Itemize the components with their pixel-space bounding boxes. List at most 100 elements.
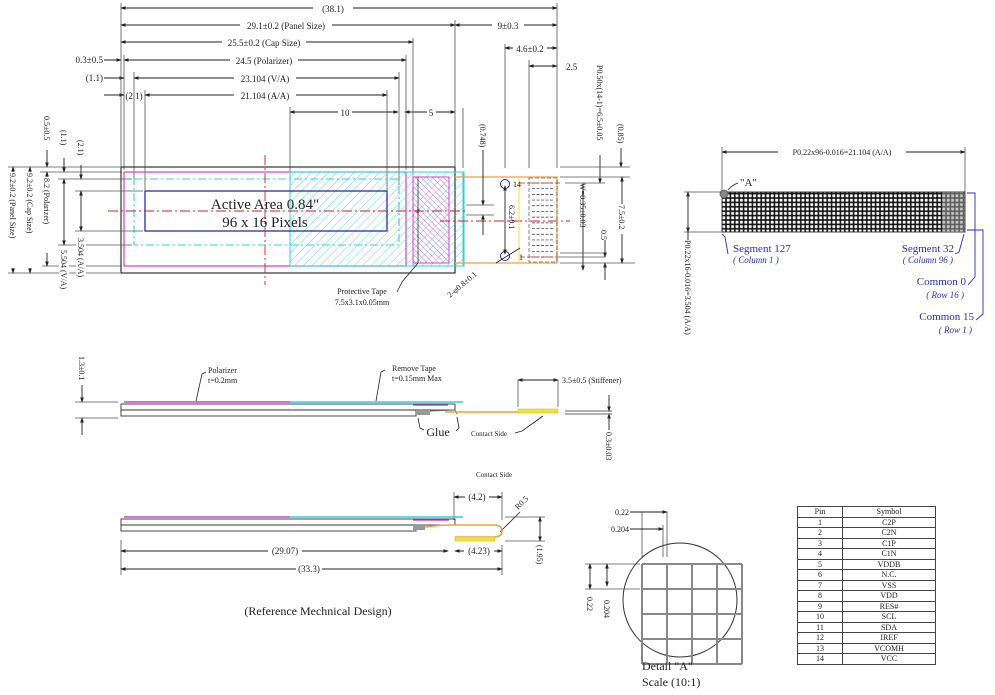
dim-v-cap-label: 9.2±0.2 (Cap Size) bbox=[25, 173, 34, 234]
dim-overall-label: (38.1) bbox=[322, 4, 344, 14]
column-1-label: ( Column 1 ) bbox=[733, 255, 779, 265]
protective-tape-size: 7.5x3.1x0.05mm bbox=[335, 298, 390, 307]
pixel-height-label: P0.22x16-0.016=3.504 (A/A) bbox=[683, 240, 692, 335]
pin-number: 9 bbox=[797, 600, 843, 612]
pin-symbol: VCOMH bbox=[842, 642, 936, 654]
side-view: 1.3±0.1 Polarizer t=0.2mm Remove Tape t=… bbox=[75, 356, 622, 460]
pin-number: 13 bbox=[797, 642, 843, 654]
bent-contact-side-label: Contact Side bbox=[476, 471, 512, 479]
pin-symbol: IREF bbox=[842, 632, 936, 644]
side-stiffener bbox=[517, 408, 559, 414]
holes-label: 2-φ0.8±0.1 bbox=[446, 270, 479, 300]
fpc-thickness-label: 0.3±0.03 bbox=[604, 432, 613, 460]
dim-0748-label: (0.748) bbox=[478, 124, 487, 148]
dim-tape-5-label: 5 bbox=[429, 108, 434, 118]
reference-caption: (Reference Mechnical Design) bbox=[244, 604, 391, 618]
remove-tape-label: Remove Tape bbox=[392, 364, 436, 373]
dim-05-label: 0.5 bbox=[599, 230, 608, 240]
remove-tape-thickness: t=0.15mm Max bbox=[392, 374, 442, 383]
dim-423-label: (4.23) bbox=[468, 546, 490, 556]
detail-022-v-label: 0.22 bbox=[585, 597, 594, 611]
dim-085-label: (0.85) bbox=[616, 124, 625, 144]
common-15-label: Common 15 bbox=[919, 311, 974, 323]
row-16-label: ( Row 16 ) bbox=[926, 290, 964, 300]
pin-symbol: VDDB bbox=[842, 558, 936, 570]
pin-symbol: C2N bbox=[842, 527, 936, 539]
dim-v-offpol-label: 0.5±0.5 bbox=[42, 116, 51, 140]
contact-side-label: Contact Side bbox=[471, 430, 507, 438]
polarizer-label: Polarizer bbox=[208, 366, 237, 375]
pin-number: 3 bbox=[797, 537, 843, 549]
side-glass-bottom bbox=[120, 409, 417, 417]
pin-number: 1 bbox=[797, 516, 843, 528]
pin-symbol: VCC bbox=[842, 653, 936, 665]
dim-v-va-label: 5.504 (V/A) bbox=[59, 250, 68, 289]
pin-symbol: SDA bbox=[842, 621, 936, 633]
pin-number: 6 bbox=[797, 569, 843, 581]
side-glass-top bbox=[120, 403, 456, 411]
bent-fpc bbox=[424, 524, 503, 538]
polarizer-thickness: t=0.2mm bbox=[208, 376, 238, 385]
pin-symbol: C1P bbox=[842, 537, 936, 549]
dim-panel-label: 29.1±0.2 (Panel Size) bbox=[247, 21, 325, 31]
dim-va-label: 23.104 (V/A) bbox=[241, 74, 290, 84]
header-symbol: Symbol bbox=[842, 506, 936, 518]
pin-number: 4 bbox=[797, 548, 843, 560]
protective-tape-label: Protective Tape bbox=[337, 287, 387, 296]
segment-32-label: Segment 32 bbox=[902, 243, 954, 255]
dim-42-label: (4.2) bbox=[468, 492, 485, 502]
dim-tape-10-label: 10 bbox=[341, 108, 351, 118]
viewing-area bbox=[133, 178, 400, 246]
pin-symbol: VDD bbox=[842, 590, 936, 602]
active-area-label: Active Area 0.84" bbox=[211, 197, 319, 213]
row-1-label: ( Row 1 ) bbox=[939, 325, 972, 335]
header-pin: Pin bbox=[797, 506, 843, 518]
radius-label: R0.5 bbox=[513, 494, 530, 511]
pin-symbol: SCL bbox=[842, 611, 936, 623]
glue-label: Glue bbox=[426, 425, 449, 439]
dim-2907-label: (29.07) bbox=[272, 546, 298, 556]
fpc-contacts bbox=[528, 177, 558, 263]
column-96-label: ( Column 96 ) bbox=[903, 255, 953, 265]
detail-a-label: "A" bbox=[740, 177, 757, 189]
common-0-label: Common 0 bbox=[917, 276, 967, 288]
pixel-matrix bbox=[721, 191, 966, 233]
dim-v-offva-label: (1.1) bbox=[59, 130, 68, 146]
dim-aa-label: 21.104 (A/A) bbox=[241, 91, 290, 101]
dim-v-polarizer-label: 8.2 (Polarizer) bbox=[42, 178, 51, 225]
detail-022-h-label: 0.22 bbox=[615, 508, 629, 517]
detail-title: Detail "A" bbox=[642, 659, 693, 673]
pin-number: 2 bbox=[797, 527, 843, 539]
pixels-label: 96 x 16 Pixels bbox=[222, 215, 308, 231]
pin-number: 10 bbox=[797, 611, 843, 623]
pin-1-label: 1 bbox=[519, 253, 523, 262]
pin-symbol: VSS bbox=[842, 579, 936, 591]
dim-v-panel-label: 9.2±0.2 (Panel Size) bbox=[8, 173, 17, 239]
pin-number: 5 bbox=[797, 558, 843, 570]
pin-number: 14 bbox=[797, 653, 843, 665]
pin-14-label: 14 bbox=[513, 180, 521, 189]
pin-table-header: Pin Symbol bbox=[797, 506, 936, 518]
dim-v-offaa-label: (2.1) bbox=[76, 140, 85, 156]
pin-number: 12 bbox=[797, 632, 843, 644]
stiffener-label: 3.5±0.5 (Stiffener) bbox=[562, 376, 622, 385]
detail-0204-v-label: 0.204 bbox=[602, 600, 611, 618]
pin-symbol: C2P bbox=[842, 516, 936, 528]
pixel-layout: P0.22x96-0.016=21.104 (A/A) "A" P0.22x16… bbox=[683, 146, 984, 335]
dim-fpc-46-label: 4.6±0.2 bbox=[516, 44, 543, 54]
segment-127-label: Segment 127 bbox=[733, 243, 791, 255]
